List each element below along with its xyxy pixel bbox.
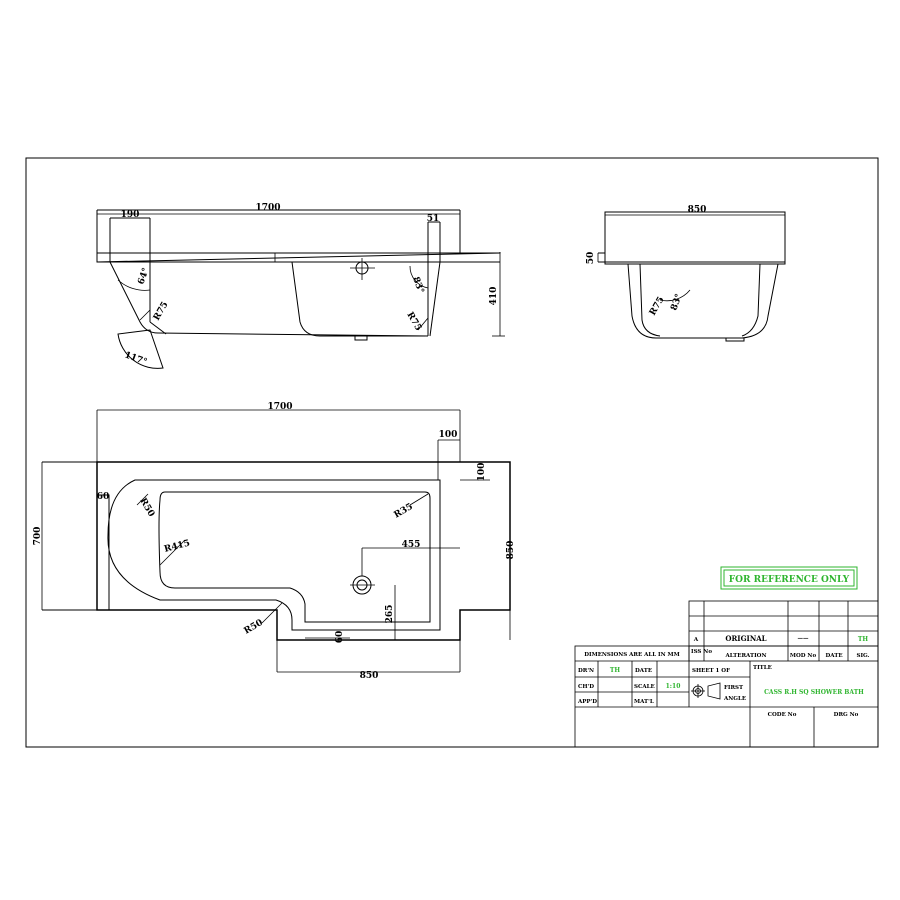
rev-sig: TH	[858, 636, 868, 643]
dim-end-angle: 83°	[669, 293, 684, 312]
date-label: DATE	[635, 668, 652, 674]
sheet-label: SHEET 1 OF	[692, 668, 730, 674]
code-no-label: CODE No	[768, 712, 797, 718]
rev-mod: ——	[798, 636, 810, 642]
iss-no-label: ISS No	[691, 649, 712, 655]
angle-label: ANGLE	[723, 696, 746, 702]
dim-plan-r415: R415	[163, 538, 191, 554]
dim-side-right-rim: 51	[427, 214, 440, 224]
dim-plan-left-rim: 60	[97, 492, 110, 502]
sig-label: SIG.	[857, 653, 870, 659]
alteration-label: ALTERATION	[725, 653, 767, 659]
scale-label: SCALE	[634, 684, 655, 690]
dims-note: DIMENSIONS ARE ALL IN MM	[584, 652, 679, 658]
title-block-grid	[574, 600, 879, 748]
dim-plan-r50-bottom: R50	[243, 618, 265, 637]
chd-label: CH'D	[578, 684, 594, 690]
dim-side-height: 410	[489, 287, 499, 306]
drawing-title: CASS R.H SQ SHOWER BATH	[764, 689, 864, 696]
reference-stamp-frame	[720, 566, 858, 590]
drn-value: TH	[610, 667, 620, 674]
rev-letter: A	[693, 637, 699, 643]
end-elevation-view	[597, 211, 786, 342]
drn-label: DR'N	[578, 668, 594, 674]
dim-side-radius-right: R75	[404, 311, 423, 333]
mod-no-label: MOD No	[790, 653, 817, 659]
dim-side-left-rim: 190	[121, 210, 140, 220]
first-angle-projection-symbol	[691, 682, 721, 700]
side-elevation-view	[96, 209, 505, 369]
dim-plan-width-wide: 850	[506, 541, 516, 560]
dim-end-rim: 50	[586, 252, 596, 265]
dim-plan-bottom-width: 850	[360, 671, 379, 681]
dim-plan-length: 1700	[267, 402, 292, 412]
dim-side-radius-left: R75	[152, 300, 171, 322]
dim-plan-r35: R35	[393, 502, 415, 521]
plan-view	[41, 409, 511, 673]
dim-plan-top-offset: 100	[439, 430, 458, 440]
title-label: TITLE	[753, 665, 772, 671]
dim-end-width: 850	[688, 205, 707, 215]
rev-alteration: ORIGINAL	[725, 634, 766, 643]
reference-stamp: FOR REFERENCE ONLY	[729, 575, 850, 585]
first-label: FIRST	[724, 685, 744, 691]
dim-side-angle-right: 83°	[410, 276, 425, 295]
dim-plan-width-narrow: 700	[33, 527, 43, 546]
date-col-label: DATE	[825, 653, 842, 659]
dim-plan-right-offset: 100	[477, 463, 487, 482]
dim-side-length: 1700	[255, 203, 280, 213]
dim-end-radius: R75	[648, 295, 667, 317]
dim-side-angle-left: 64°	[136, 267, 151, 286]
dim-plan-waste-y: 265	[385, 605, 395, 624]
dim-plan-r50-top: R50	[137, 497, 156, 519]
appd-label: APP'D	[577, 699, 597, 705]
scale-value: 1:10	[666, 683, 681, 690]
dim-plan-waste-x: 455	[402, 540, 421, 550]
matl-label: MAT'L	[634, 699, 654, 705]
sheet-border	[25, 157, 879, 748]
drg-no-label: DRG No	[834, 712, 859, 718]
dim-plan-bottom-rim: 60	[335, 631, 345, 644]
dim-side-angle-left-lower: 117°	[123, 350, 148, 367]
